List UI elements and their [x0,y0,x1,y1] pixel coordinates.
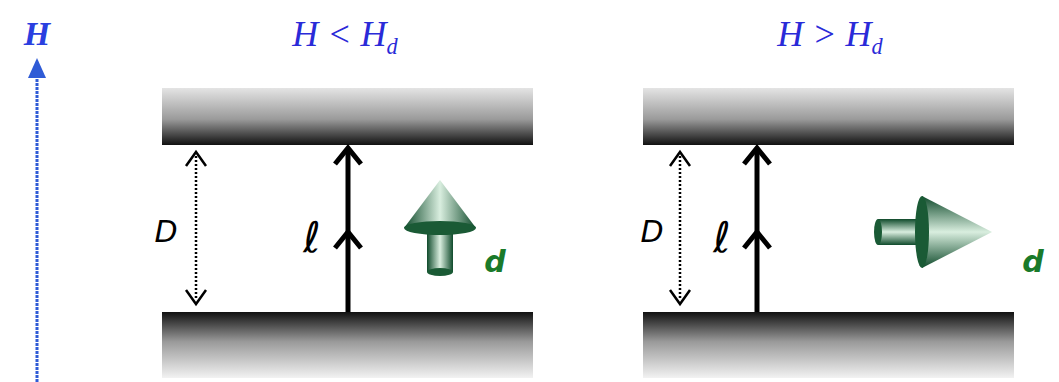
l-vector [744,148,770,312]
field-arrow [28,58,46,382]
dimension-arrow [186,152,206,304]
dimension-arrow [670,152,690,304]
gap-label: D [640,217,663,247]
top-plate [162,88,533,145]
top-plate [643,88,1014,145]
d-vector [874,196,992,268]
bottom-plate [643,312,1014,378]
vector-label: d [484,247,505,277]
panel-title: H < Hd [292,16,397,52]
gap-label: D [154,217,177,247]
l-vector [335,148,361,312]
field-label: H [24,17,50,51]
panel-title: H > Hd [777,16,882,52]
vector-label: d [1022,247,1043,277]
vector-label: ℓ [713,217,730,259]
vector-label: ℓ [303,217,320,259]
d-vector [404,180,476,276]
bottom-plate [162,312,533,378]
